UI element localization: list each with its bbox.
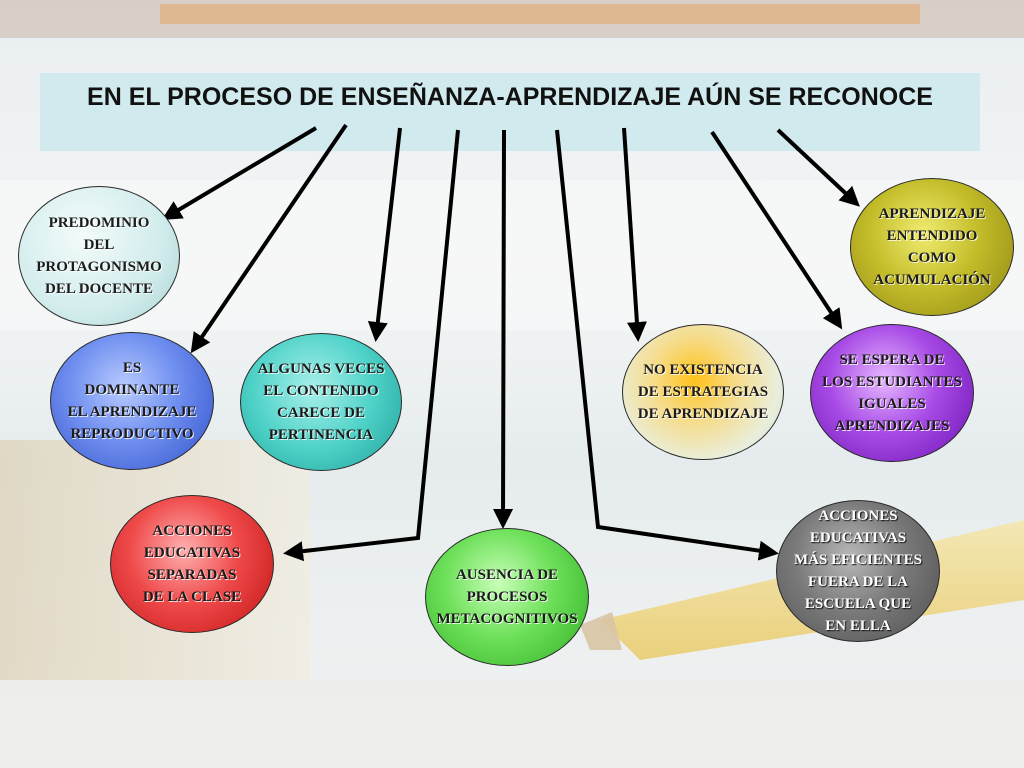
node-label: AUSENCIA DE PROCESOS METACOGNITIVOS: [436, 567, 578, 627]
node-label: ALGUNAS VECES EL CONTENIDO CARECE DE PER…: [257, 361, 385, 443]
diagram-title: EN EL PROCESO DE ENSEÑANZA-APRENDIZAJE A…: [87, 83, 933, 111]
node-se-espera: SE ESPERA DE LOS ESTUDIANTES IGUALES APR…: [810, 324, 974, 462]
node-label: NO EXISTENCIA DE ESTRATEGIAS DE APRENDIZ…: [637, 362, 769, 422]
node-predominio: PREDOMINIO DEL PROTAGONISMO DEL DOCENTE: [18, 186, 180, 326]
node-es-dominante: ES DOMINANTE EL APRENDIZAJE REPRODUCTIVO: [50, 332, 214, 470]
node-acciones-eficientes: ACCIONES EDUCATIVAS MÁS EFICIENTES FUERA…: [776, 500, 940, 642]
node-label: APRENDIZAJE ENTENDIDO COMO ACUMULACIÓN: [873, 206, 991, 288]
node-no-existencia: NO EXISTENCIA DE ESTRATEGIAS DE APRENDIZ…: [622, 324, 784, 460]
node-algunas-veces: ALGUNAS VECES EL CONTENIDO CARECE DE PER…: [240, 333, 402, 471]
title-box: EN EL PROCESO DE ENSEÑANZA-APRENDIZAJE A…: [40, 73, 980, 151]
node-ausencia: AUSENCIA DE PROCESOS METACOGNITIVOS: [425, 528, 589, 666]
node-label: PREDOMINIO DEL PROTAGONISMO DEL DOCENTE: [36, 215, 162, 297]
node-acciones-separadas: ACCIONES EDUCATIVAS SEPARADAS DE LA CLAS…: [110, 495, 274, 633]
node-aprendizaje-acumulacion: APRENDIZAJE ENTENDIDO COMO ACUMULACIÓN: [850, 178, 1014, 316]
node-label: ACCIONES EDUCATIVAS SEPARADAS DE LA CLAS…: [142, 523, 242, 605]
node-label: ES DOMINANTE EL APRENDIZAJE REPRODUCTIVO: [67, 360, 197, 442]
node-label: ACCIONES EDUCATIVAS MÁS EFICIENTES FUERA…: [794, 508, 922, 634]
node-label: SE ESPERA DE LOS ESTUDIANTES IGUALES APR…: [822, 352, 962, 434]
